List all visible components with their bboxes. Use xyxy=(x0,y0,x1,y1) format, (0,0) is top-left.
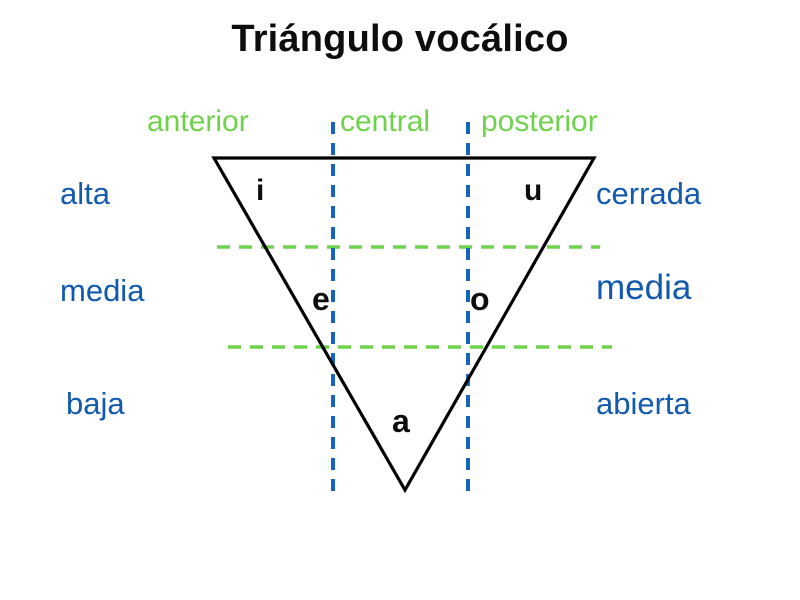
backness-label-anterior: anterior xyxy=(147,105,249,138)
height-label-cerrada: cerrada xyxy=(596,176,702,211)
height-label-abierta: abierta xyxy=(596,386,691,421)
height-label-alta: alta xyxy=(60,176,110,211)
vowel-a: a xyxy=(392,403,410,439)
vowel-u: u xyxy=(524,174,543,207)
vowel-e: e xyxy=(312,281,330,317)
backness-label-central: central xyxy=(340,105,431,138)
backness-label-posterior: posterior xyxy=(481,105,598,138)
vowel-triangle-outline xyxy=(211,156,597,494)
vowel-o: o xyxy=(470,281,490,317)
height-label-media-left: media xyxy=(60,273,145,308)
page-title: Triángulo vocálico xyxy=(231,18,569,60)
vowel-i: i xyxy=(256,174,265,207)
height-label-media-right: media xyxy=(596,268,692,307)
height-label-baja: baja xyxy=(66,386,125,421)
